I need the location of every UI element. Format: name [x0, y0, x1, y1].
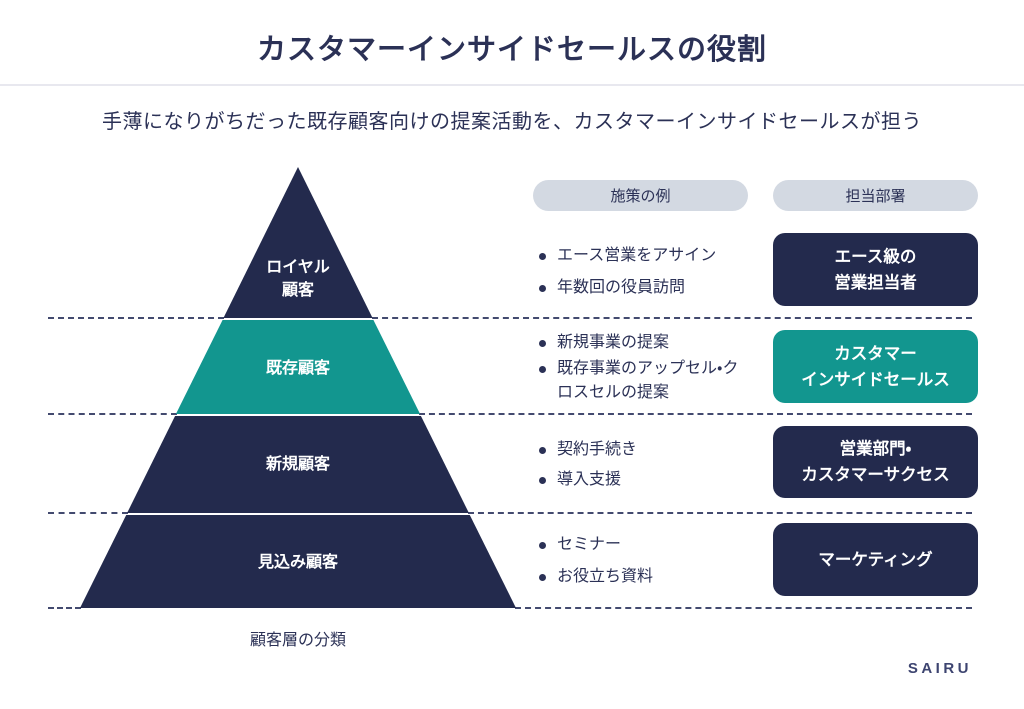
measure-text: 契約手続き	[557, 441, 638, 458]
measures-list-prospects: セミナー お役立ち資料	[537, 533, 747, 589]
bullet-icon	[539, 477, 546, 484]
measures-header-pill: 施策の例	[533, 180, 748, 211]
measure-item: 新規事業の提案	[537, 331, 747, 355]
measures-list-new: 契約手続き 導入支援	[537, 438, 747, 492]
page-title: カスタマーインサイドセールスの役割	[256, 34, 767, 66]
measure-item: エース営業をアサイン	[537, 244, 747, 268]
row-separator-3-right	[468, 512, 972, 514]
customer-pyramid: ロイヤル 顧客 既存顧客 新規顧客 見込み顧客	[80, 167, 516, 608]
row-separator-1-right	[372, 317, 972, 319]
measure-item: 導入支援	[537, 468, 747, 492]
measure-text: エース営業をアサイン	[557, 247, 717, 264]
measure-item: 年数回の役員訪問	[537, 276, 747, 300]
subtitle: 手薄になりがちだった既存顧客向けの提案活動を、カスタマーインサイドセールスが担う	[102, 111, 922, 133]
bullet-icon	[539, 340, 546, 347]
measures-list-loyal: エース営業をアサイン 年数回の役員訪問	[537, 244, 747, 300]
row-separator-1-left	[48, 317, 224, 319]
pyramid-label-prospects: 見込み顧客	[257, 554, 338, 571]
sairu-logo: SAIRU	[907, 660, 972, 677]
pyramid-label-new-customers: 新規顧客	[265, 456, 330, 473]
row-separator-3-left	[48, 512, 128, 514]
bullet-icon	[539, 253, 546, 260]
pyramid-label-existing-customers: 既存顧客	[265, 360, 330, 377]
title-divider	[0, 84, 1024, 86]
pyramid-label-loyal-customers: ロイヤル 顧客	[266, 259, 330, 299]
bullet-icon	[539, 366, 546, 373]
measure-text: お役立ち資料	[557, 568, 654, 585]
department-box-marketing: マーケティング	[773, 523, 978, 596]
department-box-customer-inside-sales: カスタマー インサイドセールス	[773, 330, 978, 403]
measure-text: 年数回の役員訪問	[557, 279, 686, 296]
pyramid-caption: 顧客層の分類	[249, 632, 346, 649]
pyramid-layer-existing-customers	[175, 320, 421, 414]
department-header-pill: 担当部署	[773, 180, 978, 211]
department-box-ace-sales: エース級の 営業担当者	[773, 233, 978, 306]
bullet-icon	[539, 574, 546, 581]
bullet-icon	[539, 285, 546, 292]
row-separator-4-left	[48, 607, 81, 609]
measure-text: 新規事業の提案	[557, 334, 670, 351]
measure-text: 導入支援	[557, 471, 622, 488]
pyramid-layer-new-customers	[127, 416, 469, 513]
row-separator-4-right	[515, 607, 972, 609]
pyramid-layer-prospects	[80, 515, 516, 608]
measure-item: お役立ち資料	[537, 565, 747, 589]
row-separator-2-right	[419, 413, 972, 415]
measure-item: 契約手続き	[537, 438, 747, 462]
row-separator-2-left	[48, 413, 177, 415]
measure-text: セミナー	[557, 536, 622, 553]
measure-item: セミナー	[537, 533, 747, 557]
measure-item: 既存事業のアップセル・クロスセルの提案	[537, 357, 747, 405]
measures-list-existing: 新規事業の提案 既存事業のアップセル・クロスセルの提案	[537, 331, 747, 405]
bullet-icon	[539, 447, 546, 454]
bullet-icon	[539, 542, 546, 549]
measure-text: 既存事業のアップセル・クロスセルの提案	[557, 360, 739, 401]
department-box-sales-customer-success: 営業部門・ カスタマーサクセス	[773, 426, 978, 498]
